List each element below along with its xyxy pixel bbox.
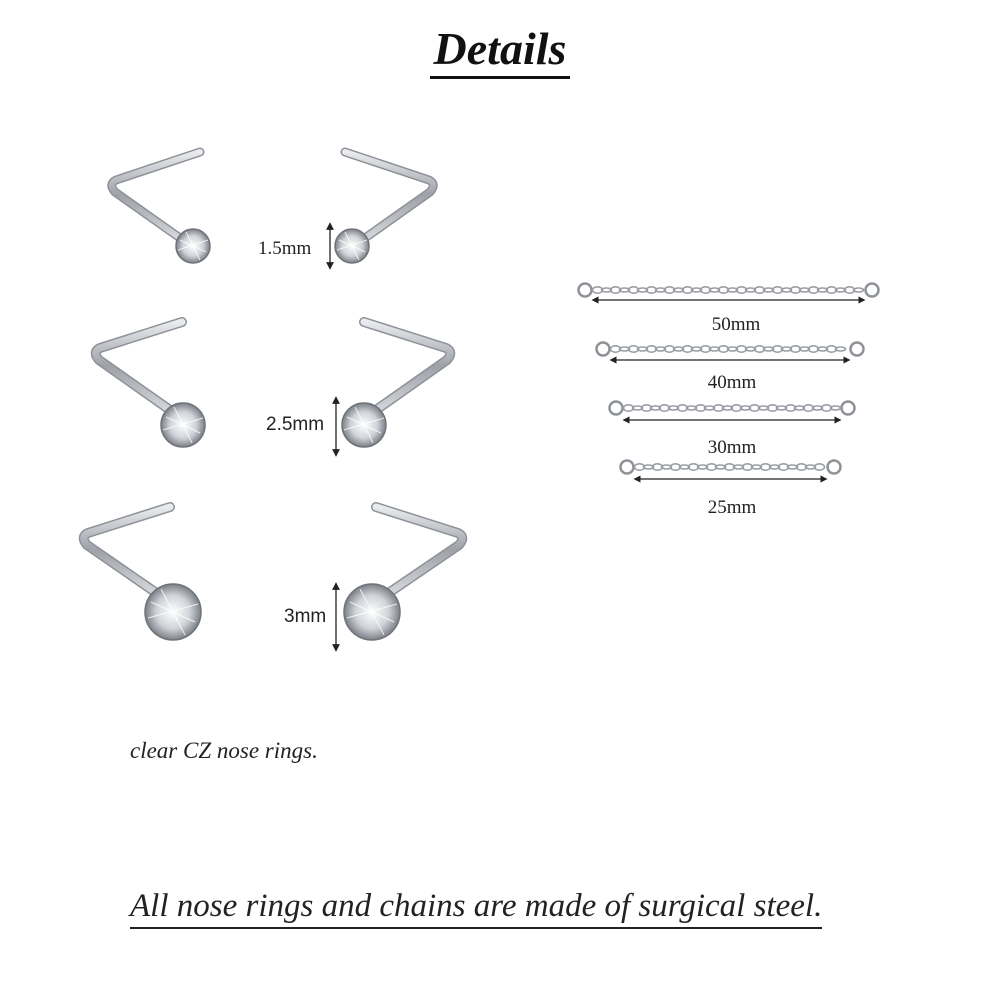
product-caption: clear CZ nose rings. — [130, 738, 318, 763]
nose-ring-1-5mm-right — [334, 147, 438, 264]
chain-25mm — [619, 459, 842, 483]
page-title: Details — [0, 22, 1000, 79]
chain-label-25mm: 25mm — [707, 497, 757, 518]
chain-30mm — [608, 400, 856, 424]
chain-end-ring — [864, 282, 880, 298]
nose-ring-3mm-left — [78, 502, 202, 641]
chain-end-ring — [608, 400, 624, 416]
size-label-1-5mm: 1.5mm — [258, 238, 312, 259]
nose-ring-3mm-right — [343, 502, 468, 641]
chain-end-ring — [840, 400, 856, 416]
size-label-3mm: 3mm — [284, 606, 327, 627]
chain-50mm — [577, 282, 880, 304]
chain-end-ring — [595, 341, 611, 357]
chain-end-ring — [826, 459, 842, 475]
chain-end-ring — [849, 341, 865, 357]
material-note: All nose rings and chains are made of su… — [130, 888, 823, 929]
nose-ring-2-5mm-left — [90, 317, 206, 448]
nose-ring-2-5mm-right — [341, 317, 456, 448]
chain-end-ring — [577, 282, 593, 298]
chain-end-ring — [619, 459, 635, 475]
chain-40mm — [595, 341, 865, 364]
chain-label-40mm: 40mm — [707, 372, 757, 393]
nose-ring-1-5mm-left — [107, 147, 211, 264]
chains — [577, 282, 880, 483]
chain-label-30mm: 30mm — [707, 437, 757, 458]
chain-label-50mm: 50mm — [711, 314, 761, 335]
size-label-2-5mm: 2.5mm — [266, 414, 325, 435]
